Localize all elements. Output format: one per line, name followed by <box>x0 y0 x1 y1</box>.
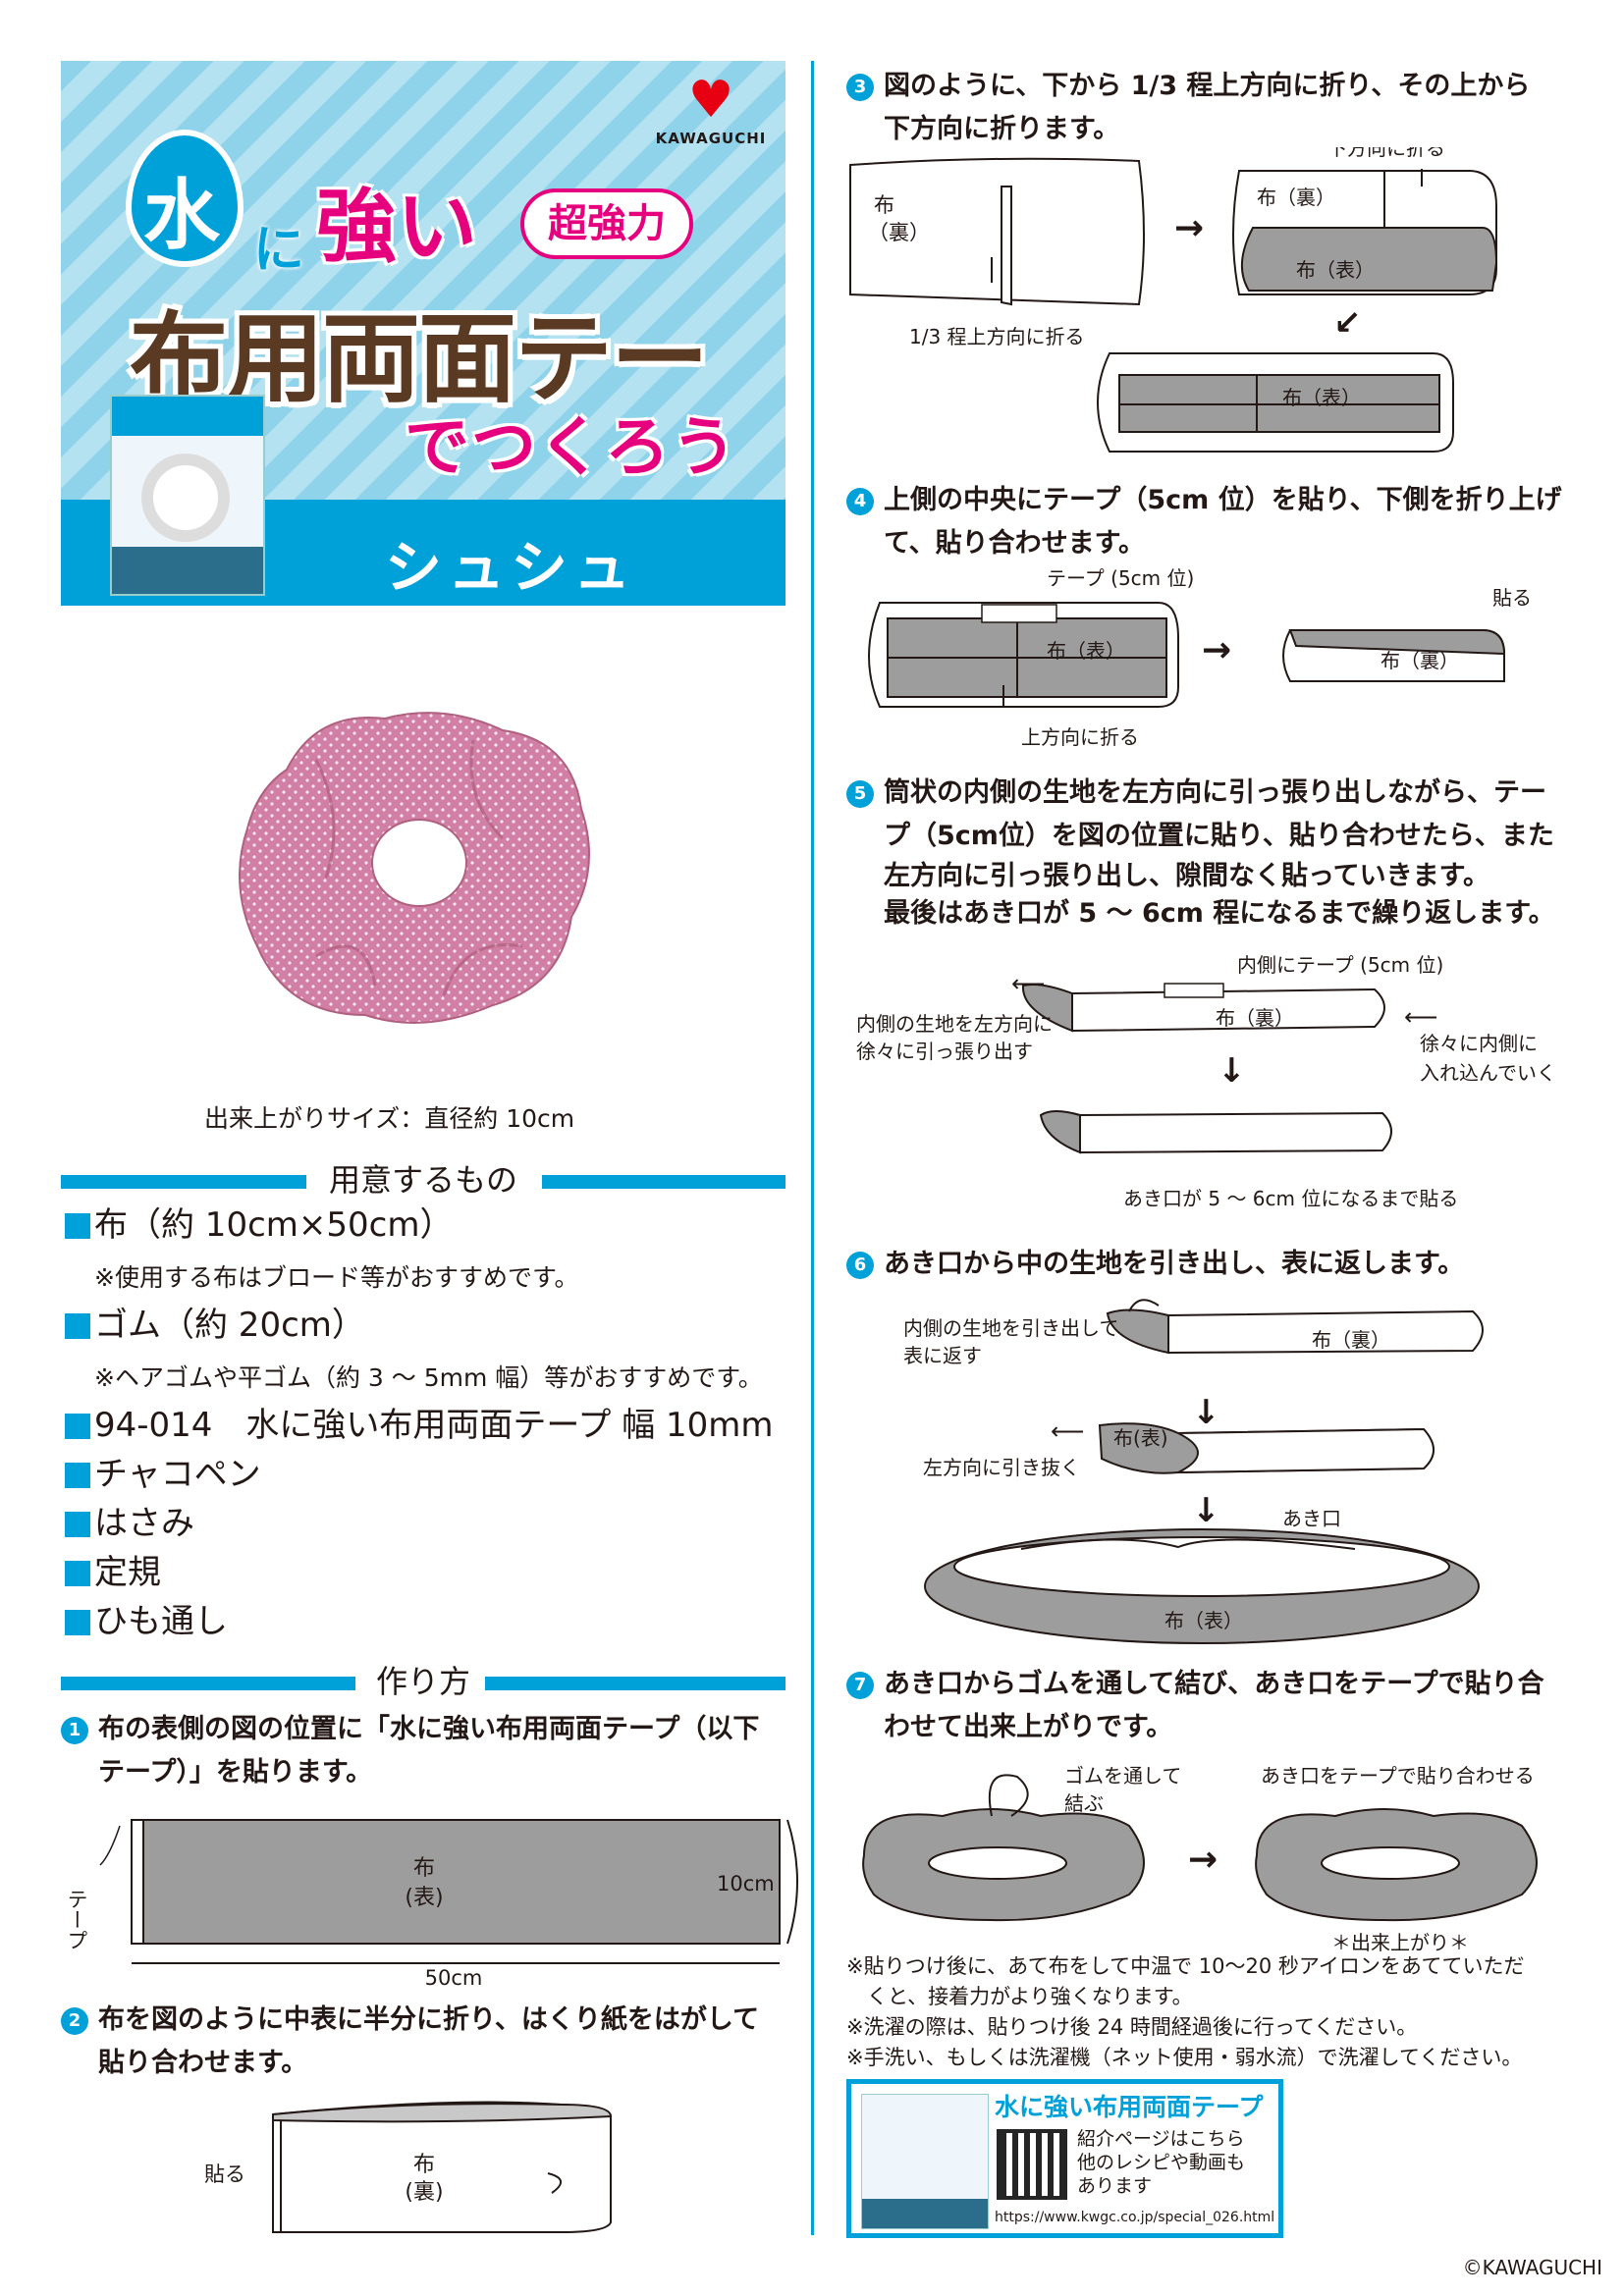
svg-text:布（裏）: 布（裏） <box>1257 186 1335 209</box>
svg-text:ゴムを通して: ゴムを通して <box>1064 1764 1181 1788</box>
svg-text:→: → <box>1202 630 1231 670</box>
product-page-link[interactable]: 水に強い布用両面テープ 紹介ページはこちら 他のレシピや動画も あります htt… <box>846 2079 1283 2238</box>
svg-text:あき口が 5 ～ 6cm 位になるまで貼る: あき口が 5 ～ 6cm 位になるまで貼る <box>1123 1187 1458 1210</box>
title-mizu: 水 <box>143 172 221 260</box>
svg-text:布（表）: 布（表） <box>1047 639 1125 663</box>
svg-text:10cm: 10cm <box>717 1872 775 1896</box>
diagram-step-3: 布 （裏） 1/3 程上方向に折る → 布（裏） 布（表） 下方向に折る ↙ 布… <box>849 147 1498 453</box>
svg-text:↓: ↓ <box>1218 1051 1246 1091</box>
diagram-step-5: 内側にテープ (5cm 位) 布（裏） ⟵ 内側の生地を左方向に 徐々に引っ張り… <box>856 953 1556 1210</box>
svg-text:布（表）: 布（表） <box>1282 386 1361 409</box>
material-item: 94-014 水に強い布用両面テープ 幅 10mm <box>65 1406 774 1445</box>
qr-code-icon[interactable] <box>997 2129 1067 2200</box>
care-notes: ※貼りつけ後に、あて布をして中温で 10～20 秒アイロンをあてていただ くと、… <box>846 1954 1525 2069</box>
svg-text:⟵: ⟵ <box>1404 1003 1437 1031</box>
water-drop-icon <box>126 130 244 267</box>
title-tsuyoi: 強い <box>316 181 478 274</box>
svg-text:⟵: ⟵ <box>1051 1417 1084 1445</box>
svg-text:貼る: 貼る <box>204 2163 245 2186</box>
diagram-step-2: 布 (裏) 貼る <box>204 2101 613 2233</box>
svg-text:＊出来上がり＊: ＊出来上がり＊ <box>1331 1931 1469 1953</box>
column-divider <box>811 61 814 2235</box>
project-title: シュシュ <box>385 534 637 601</box>
title-de-tsukurou: でつくろう <box>405 409 738 485</box>
kawaguchi-logo: ♥ KAWAGUCHI <box>652 71 770 147</box>
diagram-step-1: テープ 布 (表) 10cm 50cm <box>65 1819 798 1990</box>
material-item: ひも通し <box>65 1602 228 1641</box>
svg-text:(裏): (裏) <box>405 2180 443 2205</box>
diagram-step-4: テープ (5cm 位) 布（表） 上方向に折る → 布（裏） 貼る <box>868 566 1532 749</box>
svg-text:下方向に折る: 下方向に折る <box>1327 147 1445 160</box>
svg-text:入れ込んでいく: 入れ込んでいく <box>1420 1061 1556 1085</box>
svg-text:↙: ↙ <box>1333 303 1362 343</box>
svg-text:あき口: あき口 <box>1282 1507 1341 1530</box>
super-strong-badge: 超強力 <box>520 188 693 259</box>
svg-text:1/3 程上方向に折る: 1/3 程上方向に折る <box>909 325 1085 348</box>
svg-text:布: 布 <box>413 1856 435 1881</box>
material-item: はさみ <box>65 1504 194 1543</box>
svg-text:↓: ↓ <box>1192 1393 1220 1432</box>
material-item: 布（約 10cm×50cm） <box>65 1205 453 1245</box>
svg-text:(表): (表) <box>405 1886 443 1910</box>
product-url[interactable]: https://www.kwgc.co.jp/special_026.html <box>995 2210 1275 2225</box>
svg-text:上方向に折る: 上方向に折る <box>1021 725 1139 749</box>
svg-text:布（裏）: 布（裏） <box>1380 649 1459 672</box>
product-package-image <box>110 395 265 596</box>
material-item: チャコペン <box>65 1455 261 1494</box>
svg-text:内側にテープ (5cm 位): 内側にテープ (5cm 位) <box>1237 953 1443 977</box>
title-banner: ♥ KAWAGUCHI 水 に 強い 超強力 布用両面テープ。 でつくろう シュ… <box>61 61 785 606</box>
svg-text:結ぶ: 結ぶ <box>1064 1791 1104 1815</box>
svg-text:布: 布 <box>413 2153 435 2177</box>
svg-text:⟵: ⟵ <box>1011 970 1045 997</box>
material-note: ※使用する布はブロード等がおすすめです。 <box>94 1263 579 1292</box>
svg-text:徐々に内側に: 徐々に内側に <box>1420 1032 1538 1055</box>
svg-text:↓: ↓ <box>1192 1491 1220 1530</box>
materials-heading: 用意するもの <box>61 1161 785 1199</box>
svg-text:布(表): 布(表) <box>1113 1426 1168 1450</box>
svg-text:（裏）: （裏） <box>868 221 930 244</box>
svg-text:左方向に引き抜く: 左方向に引き抜く <box>923 1456 1080 1479</box>
material-item: ゴム（約 20cm） <box>65 1306 365 1345</box>
svg-text:→: → <box>1174 208 1204 248</box>
svg-text:50cm: 50cm <box>425 1966 483 1990</box>
finished-size-caption: 出来上がりサイズ：直径約 10cm <box>204 1104 575 1133</box>
diagram-step-6: 内側の生地を引き出して 表に返す 布（裏） ↓ 布(表) ⟵ 左方向に引き抜く … <box>903 1299 1484 1644</box>
svg-text:布（表）: 布（表） <box>1296 258 1375 282</box>
material-note: ※ヘアゴムや平ゴム（約 3 ～ 5mm 幅）等がおすすめです。 <box>94 1363 763 1392</box>
svg-text:内側の生地を引き出して: 内側の生地を引き出して <box>903 1316 1118 1340</box>
svg-text:布: 布 <box>874 193 894 217</box>
material-item: 定規 <box>65 1553 161 1592</box>
diagram-step-7: ゴムを通して 結ぶ → あき口をテープで貼り合わせる ＊出来上がり＊ <box>862 1764 1538 1953</box>
svg-text:布（裏）: 布（裏） <box>1312 1328 1390 1352</box>
heart-icon: ♥ <box>687 71 734 130</box>
svg-text:表に返す: 表に返す <box>903 1344 982 1367</box>
svg-text:布（表）: 布（表） <box>1164 1609 1243 1632</box>
svg-text:内側の生地を左方向に: 内側の生地を左方向に <box>856 1012 1053 1036</box>
svg-text:徐々に引っ張り出す: 徐々に引っ張り出す <box>856 1040 1033 1063</box>
copyright: ©KAWAGUCHI <box>1462 2256 1602 2279</box>
product-package-image <box>861 2094 989 2229</box>
svg-text:→: → <box>1188 1840 1218 1880</box>
svg-text:あき口をテープで貼り合わせる: あき口をテープで貼り合わせる <box>1261 1764 1535 1788</box>
svg-text:貼る: 貼る <box>1492 586 1532 610</box>
title-ni: に <box>253 221 305 280</box>
method-heading: 作り方 <box>61 1663 785 1700</box>
svg-text:テープ: テープ <box>65 1889 88 1950</box>
svg-text:布（裏）: 布（裏） <box>1216 1006 1294 1030</box>
svg-text:テープ (5cm 位): テープ (5cm 位) <box>1047 566 1194 590</box>
scrunchie-photo <box>239 712 590 1024</box>
